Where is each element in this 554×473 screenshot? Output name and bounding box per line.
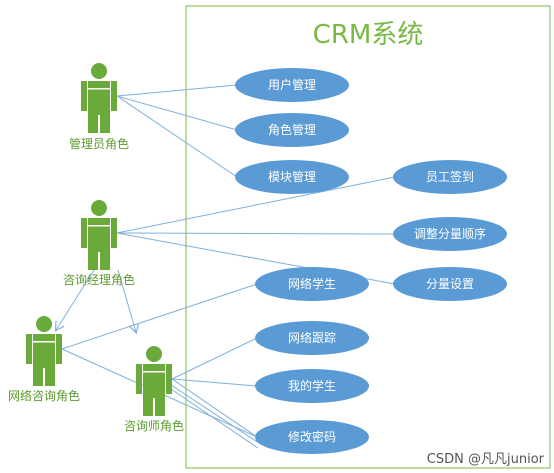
use-case-label: 模块管理 bbox=[268, 169, 316, 184]
use-case-uc10: 修改密码 bbox=[255, 420, 369, 454]
actor-label: 咨询师角色 bbox=[124, 418, 184, 433]
use-case-label: 角色管理 bbox=[268, 122, 316, 137]
generalization-arrow bbox=[117, 269, 136, 332]
use-case-ellipse bbox=[255, 420, 369, 454]
connection-lines bbox=[56, 84, 396, 449]
use-case-ellipse bbox=[255, 267, 369, 301]
use-case-label: 分量设置 bbox=[426, 277, 474, 291]
use-case-label: 用户管理 bbox=[268, 77, 316, 92]
person-icon bbox=[81, 200, 117, 270]
actor-manager: 咨询经理角色 bbox=[63, 200, 135, 287]
association-line bbox=[116, 176, 396, 234]
use-case-ellipse bbox=[255, 321, 369, 355]
use-case-ellipse bbox=[255, 369, 369, 403]
association-line bbox=[171, 378, 258, 438]
use-case-uc1: 用户管理 bbox=[235, 68, 349, 102]
person-icon bbox=[81, 63, 117, 133]
association-line bbox=[116, 95, 238, 178]
use-case-label: 网络跟踪 bbox=[288, 330, 336, 345]
actor-counselor: 咨询师角色 bbox=[124, 346, 184, 433]
actor-label: 管理员角色 bbox=[69, 136, 129, 151]
association-line bbox=[170, 384, 263, 446]
association-line bbox=[116, 232, 396, 235]
use-case-ellipse bbox=[393, 267, 507, 301]
use-case-ellipse bbox=[393, 160, 507, 194]
use-case-uc3: 模块管理 bbox=[235, 160, 349, 194]
use-case-ellipse bbox=[235, 113, 349, 147]
use-case-uc5: 调整分量顺序 bbox=[393, 217, 507, 251]
association-line bbox=[170, 388, 259, 449]
use-case-uc2: 角色管理 bbox=[235, 113, 349, 147]
generalization-arrow bbox=[56, 269, 95, 330]
use-case-uc8: 网络跟踪 bbox=[255, 321, 369, 355]
actor-online: 网络咨询角色 bbox=[8, 316, 80, 403]
use-case-label: 修改密码 bbox=[288, 429, 336, 444]
use-case-label: 网络学生 bbox=[288, 276, 336, 291]
person-icon bbox=[26, 316, 62, 386]
use-case-uc6: 分量设置 bbox=[393, 267, 507, 301]
use-case-label: 调整分量顺序 bbox=[414, 226, 486, 241]
association-line bbox=[171, 378, 258, 387]
use-case-label: 员工签到 bbox=[426, 169, 474, 184]
use-case-ellipse bbox=[235, 160, 349, 194]
use-case-uc7: 网络学生 bbox=[255, 267, 369, 301]
association-line bbox=[116, 95, 238, 131]
use-case-uc9: 我的学生 bbox=[255, 369, 369, 403]
actor-label: 网络咨询角色 bbox=[8, 388, 80, 403]
use-case-uc4: 员工签到 bbox=[393, 160, 507, 194]
actor-label: 咨询经理角色 bbox=[63, 272, 135, 287]
association-line bbox=[116, 84, 238, 97]
watermark: CSDN @凡凡junior bbox=[426, 452, 544, 467]
association-line bbox=[61, 283, 258, 350]
use-case-ellipse bbox=[393, 217, 507, 251]
use-case-label: 我的学生 bbox=[288, 378, 336, 393]
actor-admin: 管理员角色 bbox=[69, 63, 129, 151]
system-title: CRM系统 bbox=[312, 20, 424, 50]
person-icon bbox=[136, 346, 172, 416]
use-case-ellipse bbox=[235, 68, 349, 102]
system-boundary bbox=[185, 5, 551, 469]
association-line bbox=[171, 337, 258, 380]
